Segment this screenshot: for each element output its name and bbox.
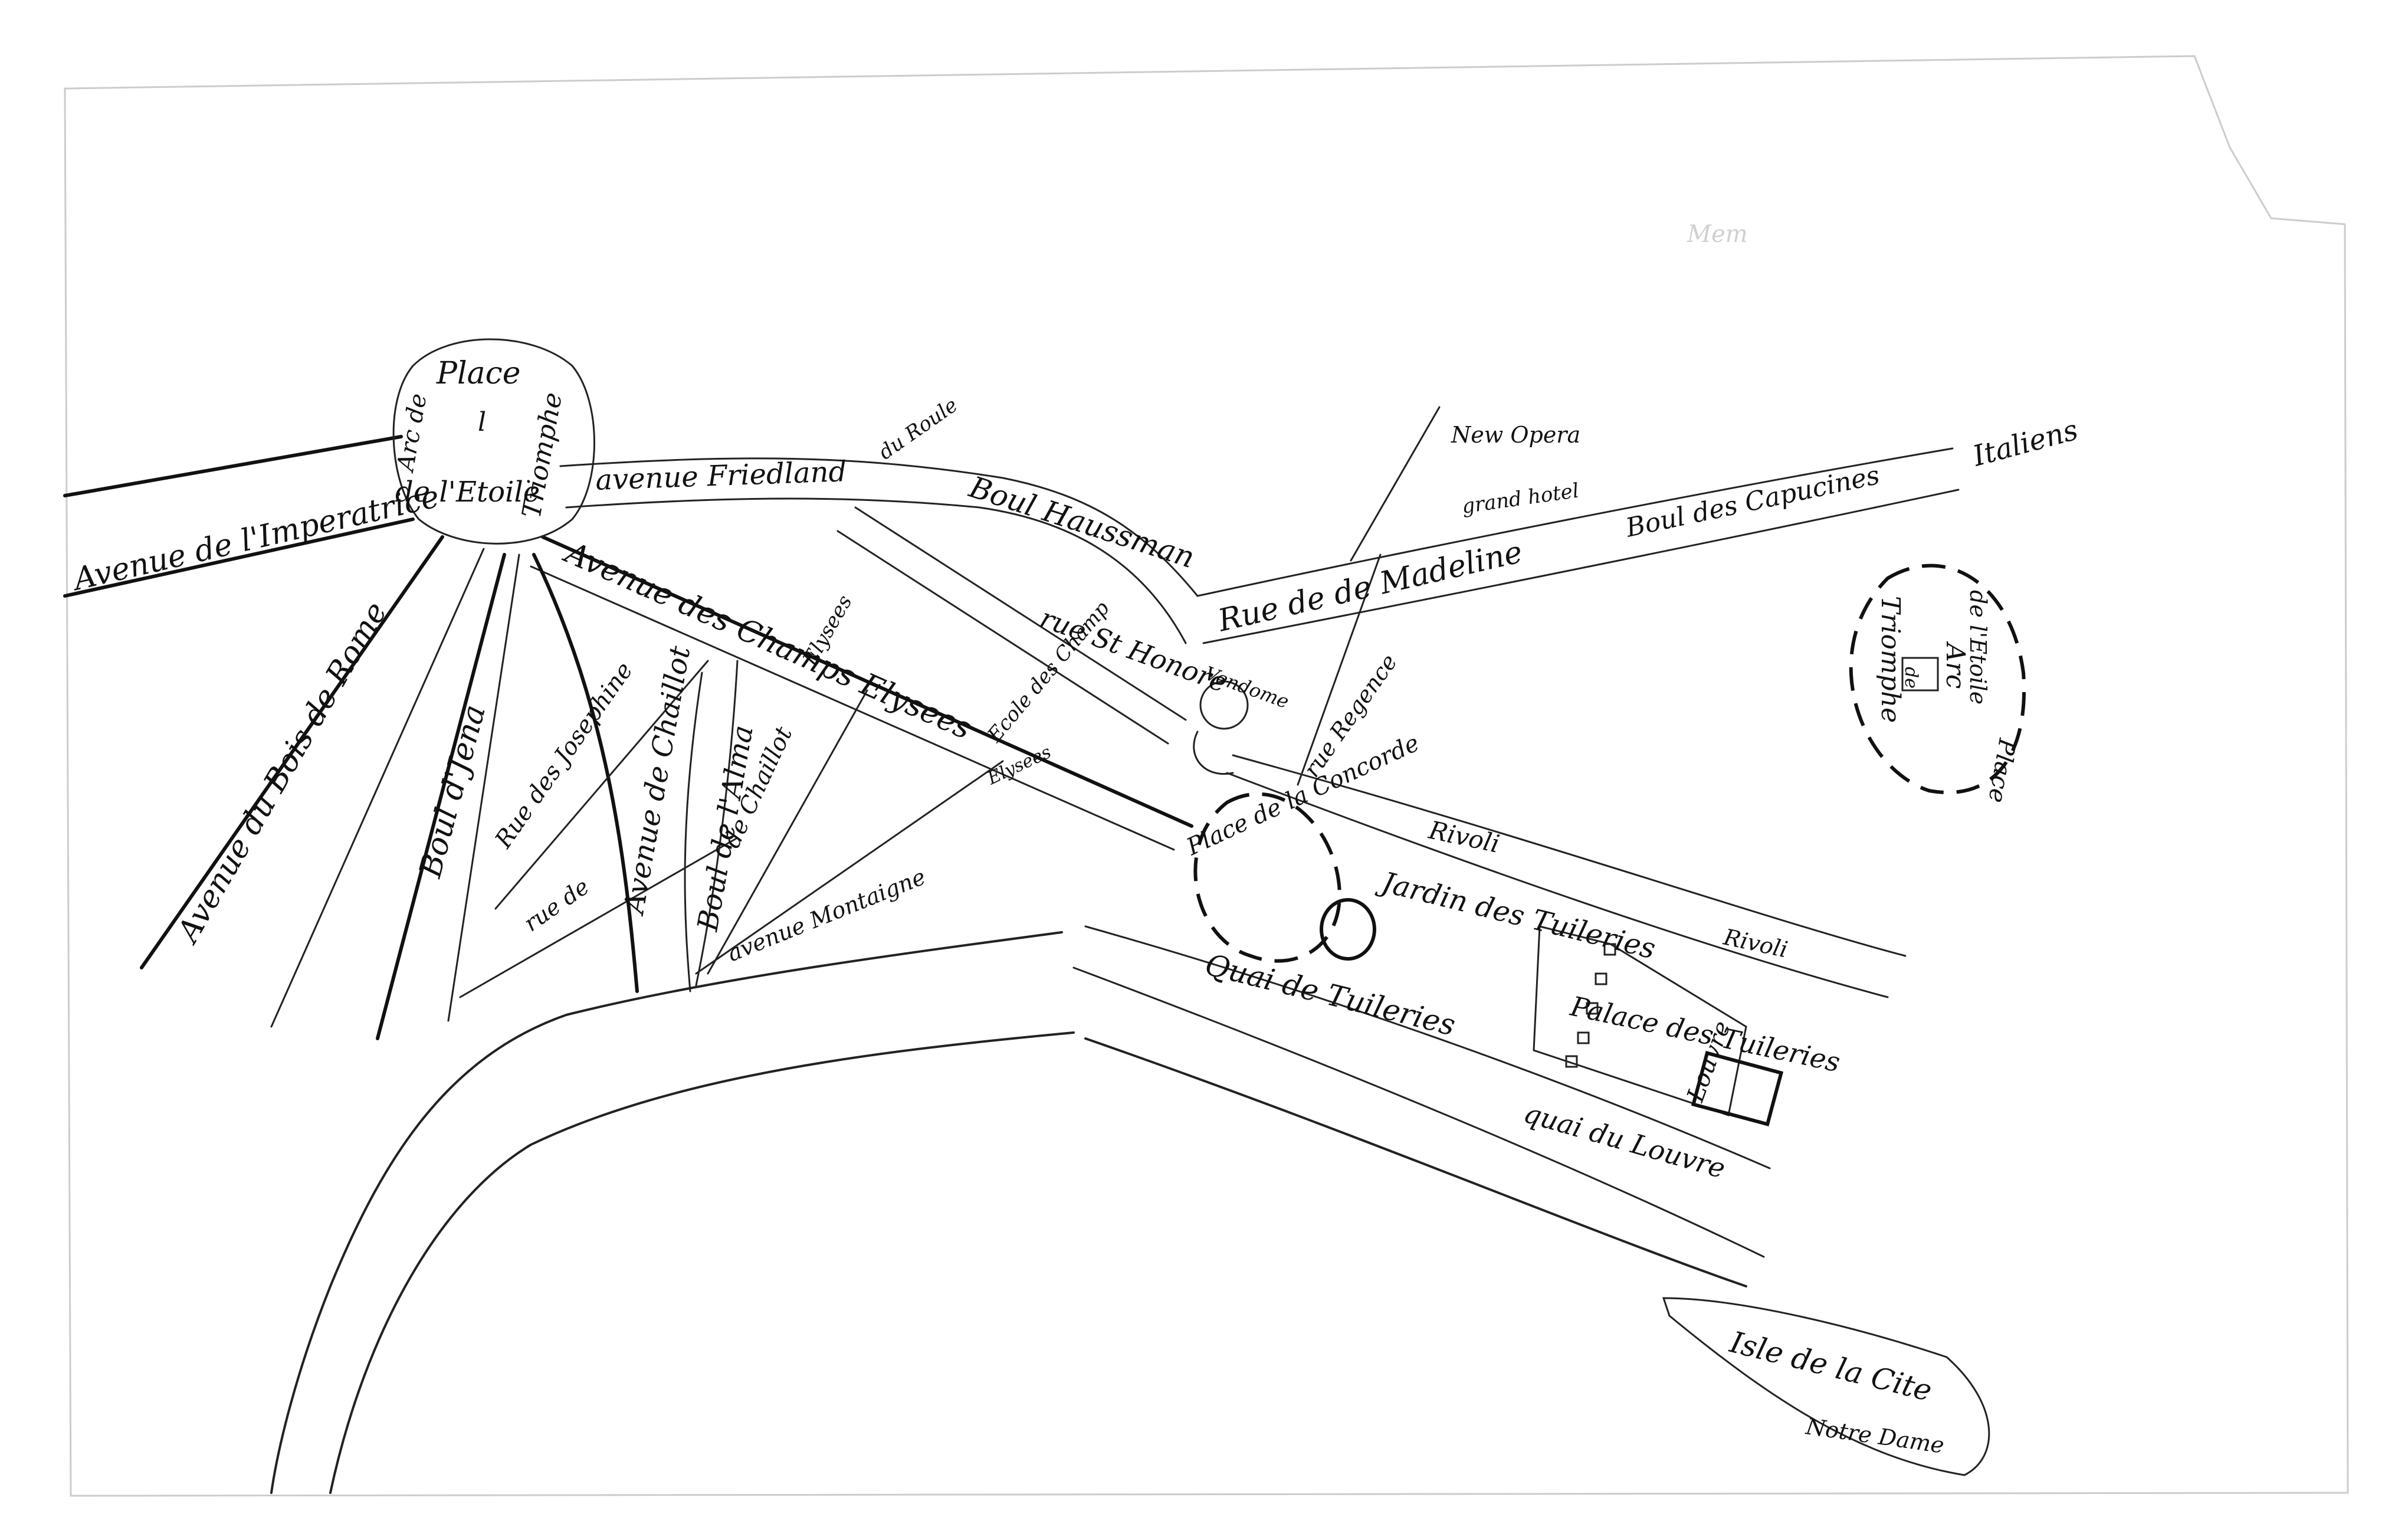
seine-river-south-bank — [329, 1031, 1075, 1494]
vendome-circle — [1199, 680, 1249, 730]
isle-de-la-cite-outline — [1662, 1297, 1990, 1476]
seine-river-north-bank — [270, 931, 1063, 1494]
letoile-legend-label: de l'Etoile — [1965, 590, 1991, 705]
rue-josephine-road — [494, 660, 709, 910]
place-etoile-circle — [392, 338, 595, 545]
champs-elysees-inner-road — [530, 565, 1175, 851]
tuileries-palace-box — [1533, 925, 1747, 1116]
rue-de-road — [459, 837, 739, 998]
new-opera-label: New Opera — [1451, 422, 1580, 448]
rue-chaillot-road — [707, 689, 868, 975]
palace-windows — [1565, 943, 1616, 1068]
rue-madeline-road — [1196, 447, 1960, 644]
arc-legend-label: Arc — [1940, 641, 1970, 689]
faint-mark-label: Mem — [1687, 221, 1748, 248]
place-concorde-dashed-outline — [1193, 792, 1341, 963]
avenue-josephine-road — [532, 553, 639, 993]
concorde-fountain — [1320, 898, 1376, 961]
boul-jena-road-2 — [447, 553, 520, 1022]
triomphe-legend-label: Triomphe — [1875, 596, 1905, 723]
quai-louvre-road — [1072, 966, 1765, 1258]
seine-river-east — [1084, 1037, 1747, 1287]
arc-legend-square — [1901, 657, 1939, 692]
louvre-box — [1691, 1051, 1784, 1126]
avenue-bois-de-rome-road — [140, 535, 444, 969]
rivoli-road — [1226, 754, 1907, 998]
champs-elysees-road — [541, 535, 1193, 828]
de-legend-label: de — [1901, 667, 1921, 689]
vendome-connector — [1193, 730, 1234, 775]
boul-jena-road — [376, 553, 506, 1040]
de-l-label: l — [478, 407, 486, 437]
avenue-montaigne-road — [695, 760, 1004, 975]
new-opera-road — [1297, 406, 1441, 786]
de-letoile-label: de l'Etoile — [395, 476, 540, 509]
avenue-chaillot-road — [684, 671, 703, 992]
avenue-friedland-road — [559, 457, 1199, 644]
rue-st-honore-road — [836, 506, 1187, 745]
place-legend-dashed-circle — [1849, 563, 2026, 795]
boul-alma-road — [695, 660, 739, 987]
place-etoile-label: Place — [436, 356, 521, 391]
avenue-bois-de-rome-road-2 — [270, 548, 485, 1028]
quai-tuileries-road — [1084, 925, 1771, 1169]
paper-sheet — [64, 55, 2349, 1497]
avenue-imperatrice-road — [63, 435, 415, 598]
